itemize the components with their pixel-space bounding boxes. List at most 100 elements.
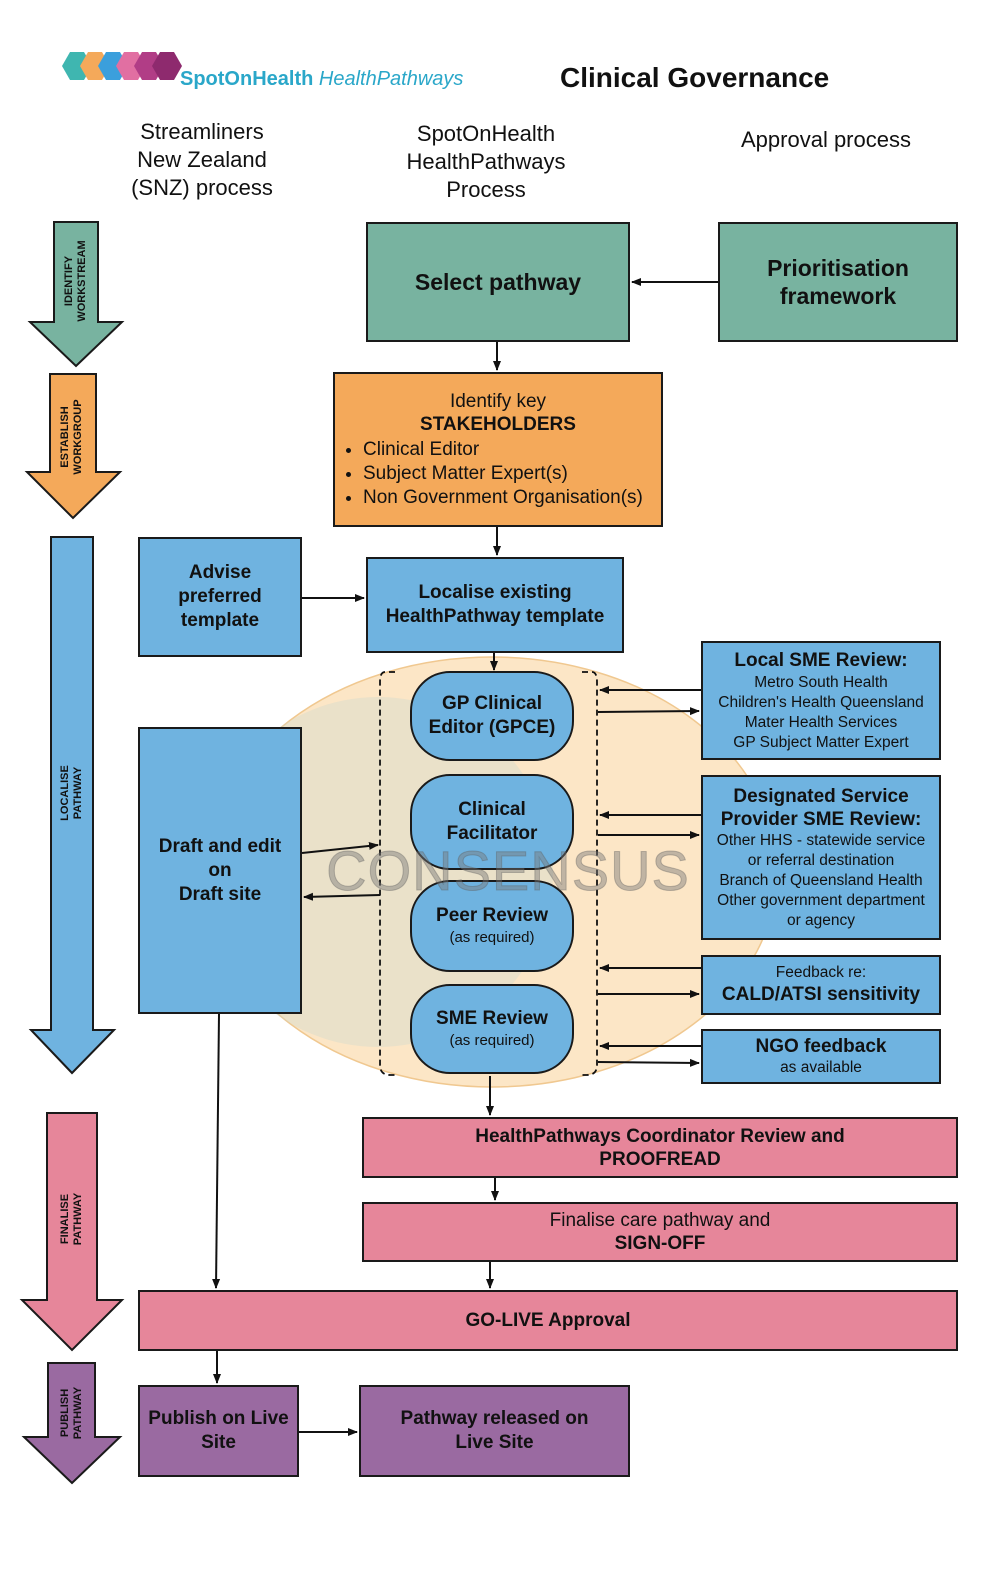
column-header-spoton-line: SpotOnHealth bbox=[416, 121, 556, 146]
clinical-facilitator-pill: Clinical Facilitator bbox=[410, 774, 574, 870]
localise-template-line: Localise existing bbox=[418, 582, 572, 603]
advise-template-line: preferred bbox=[178, 586, 262, 607]
released-live-line: Pathway released on bbox=[400, 1408, 589, 1429]
advise-template-line: Advise bbox=[188, 562, 252, 583]
stage-label-publish: PUBLISH PATHWAY bbox=[59, 1365, 85, 1461]
publish-live-line: Site bbox=[201, 1432, 236, 1453]
finalise-care-line: Finalise care pathway and bbox=[549, 1210, 771, 1231]
arrow-localsme-out bbox=[597, 707, 700, 716]
stage-arrow-publish bbox=[21, 1362, 123, 1485]
arrow-consensus-draft bbox=[303, 892, 381, 901]
stage-label-line: WORKGROUP bbox=[72, 399, 84, 475]
sme-review-pill: SME Review (as required) bbox=[410, 984, 574, 1074]
stage-label-identify: IDENTIFY WORKSTREAM bbox=[63, 233, 89, 329]
column-header-spoton-line: HealthPathways bbox=[406, 149, 566, 174]
prioritisation-line: Prioritisation bbox=[767, 255, 909, 281]
designated-sme-item: or referral destination bbox=[747, 851, 895, 869]
coordinator-box: HealthPathways Coordinator Review and PR… bbox=[362, 1117, 958, 1178]
local-sme-title: Local SME Review: bbox=[734, 649, 908, 671]
advise-template-box: Advise preferred template bbox=[138, 537, 302, 657]
prioritisation-line: framework bbox=[779, 283, 897, 309]
designated-sme-item: or agency bbox=[786, 911, 856, 929]
localise-template-line: HealthPathway template bbox=[385, 606, 605, 627]
gpce-pill: GP Clinical Editor (GPCE) bbox=[410, 671, 574, 761]
gpce-line: GP Clinical bbox=[442, 693, 542, 714]
consensus-bracket-right bbox=[580, 671, 598, 1076]
local-sme-box: Local SME Review: Metro South Health Chi… bbox=[701, 641, 941, 760]
stage-arrow-localise bbox=[28, 536, 117, 1075]
finalise-care-box: Finalise care pathway and SIGN-OFF bbox=[362, 1202, 958, 1262]
stage-label-line: PATHWAY bbox=[72, 766, 84, 820]
column-header-snz-line: New Zealand bbox=[137, 147, 267, 172]
select-pathway-label: Select pathway bbox=[414, 268, 582, 295]
column-header-spoton: SpotOnHealth HealthPathways Process bbox=[380, 120, 592, 204]
cald-box: Feedback re: CALD/ATSI sensitivity bbox=[701, 955, 941, 1015]
clinical-facilitator-line: Facilitator bbox=[446, 823, 538, 844]
stage-arrow-identify bbox=[27, 221, 125, 368]
peer-review-pill: Peer Review (as required) bbox=[410, 880, 574, 972]
column-header-snz-line: Streamliners bbox=[140, 119, 264, 144]
stage-arrow-establish bbox=[24, 373, 123, 520]
stage-arrow-finalise bbox=[19, 1112, 125, 1352]
consensus-watermark: CONSENSUS bbox=[326, 839, 690, 903]
local-sme-item: Mater Health Services bbox=[744, 713, 898, 731]
arrow-ngo-out bbox=[597, 1058, 700, 1067]
gpce-line: Editor (GPCE) bbox=[428, 717, 556, 738]
prioritisation-box: Prioritisation framework bbox=[718, 222, 958, 342]
column-header-approval: Approval process bbox=[741, 127, 911, 152]
peer-review-title: Peer Review bbox=[436, 905, 548, 926]
stakeholders-line2: STAKEHOLDERS bbox=[420, 413, 576, 435]
designated-sme-title: Designated Service bbox=[733, 785, 909, 807]
stage-label-line: IDENTIFY bbox=[63, 255, 75, 307]
stage-label-localise: LOCALISE PATHWAY bbox=[59, 745, 85, 841]
draft-edit-line: Draft and edit bbox=[158, 835, 282, 857]
local-sme-item: Children's Health Queensland bbox=[718, 693, 924, 711]
local-sme-item: Metro South Health bbox=[754, 673, 888, 691]
stakeholders-box: Identify key STAKEHOLDERS Clinical Edito… bbox=[333, 372, 663, 527]
released-live-box: Pathway released on Live Site bbox=[359, 1385, 630, 1477]
column-header-snz: Streamliners New Zealand (SNZ) process bbox=[100, 118, 304, 202]
logo-hexagons bbox=[62, 52, 182, 80]
stage-label-line: PATHWAY bbox=[72, 1192, 84, 1246]
stakeholders-line1: Identify key bbox=[449, 390, 547, 412]
golive-label: GO-LIVE Approval bbox=[465, 1309, 631, 1331]
stage-label-line: LOCALISE bbox=[59, 765, 71, 821]
local-sme-item: GP Subject Matter Expert bbox=[733, 733, 909, 751]
cald-line2: CALD/ATSI sensitivity bbox=[721, 984, 921, 1005]
stakeholder-item: Clinical Editor bbox=[363, 438, 661, 462]
coordinator-line: HealthPathways Coordinator Review and bbox=[475, 1125, 845, 1147]
golive-box: GO-LIVE Approval bbox=[138, 1290, 958, 1351]
designated-sme-item: Branch of Queensland Health bbox=[719, 871, 923, 889]
draft-edit-line: on bbox=[208, 859, 232, 881]
stakeholder-item: Non Government Organisation(s) bbox=[363, 486, 661, 510]
stage-label-line: WORKSTREAM bbox=[76, 240, 88, 322]
stage-label-finalise: FINALISE PATHWAY bbox=[59, 1171, 85, 1267]
draft-edit-box: Draft and edit on Draft site bbox=[138, 727, 302, 1014]
ngo-box: NGO feedback as available bbox=[701, 1029, 941, 1084]
brand-bold: SpotOnHealth bbox=[180, 68, 314, 90]
arrow-draft-consensus bbox=[301, 841, 379, 854]
brand-italic: HealthPathways bbox=[318, 68, 464, 90]
localise-template-box: Localise existing HealthPathway template bbox=[366, 557, 624, 653]
released-live-line: Live Site bbox=[455, 1432, 534, 1453]
select-pathway-box: Select pathway bbox=[366, 222, 630, 342]
finalise-care-line: SIGN-OFF bbox=[614, 1233, 706, 1254]
stage-label-establish: ESTABLISH WORKGROUP bbox=[59, 389, 85, 485]
stakeholder-item: Subject Matter Expert(s) bbox=[363, 462, 661, 486]
arrow-draft-golive bbox=[212, 1013, 221, 1289]
column-header-spoton-line: Process bbox=[446, 177, 526, 202]
sme-review-sub: (as required) bbox=[449, 1032, 535, 1049]
designated-sme-item: Other HHS - statewide service bbox=[716, 831, 926, 849]
page-title: Clinical Governance bbox=[560, 62, 830, 93]
consensus-bracket-left bbox=[379, 671, 397, 1076]
cald-line1: Feedback re: bbox=[775, 964, 867, 981]
ngo-sub: as available bbox=[780, 1059, 862, 1076]
stage-label-line: FINALISE bbox=[59, 1193, 71, 1245]
stage-label-line: PATHWAY bbox=[72, 1386, 84, 1440]
publish-live-line: Publish on Live bbox=[148, 1408, 289, 1429]
advise-template-line: template bbox=[180, 610, 260, 631]
stakeholders-list: Clinical Editor Subject Matter Expert(s)… bbox=[335, 438, 661, 510]
publish-live-box: Publish on Live Site bbox=[138, 1385, 299, 1477]
stage-label-line: ESTABLISH bbox=[59, 406, 71, 468]
coordinator-line: PROOFREAD bbox=[599, 1148, 721, 1170]
